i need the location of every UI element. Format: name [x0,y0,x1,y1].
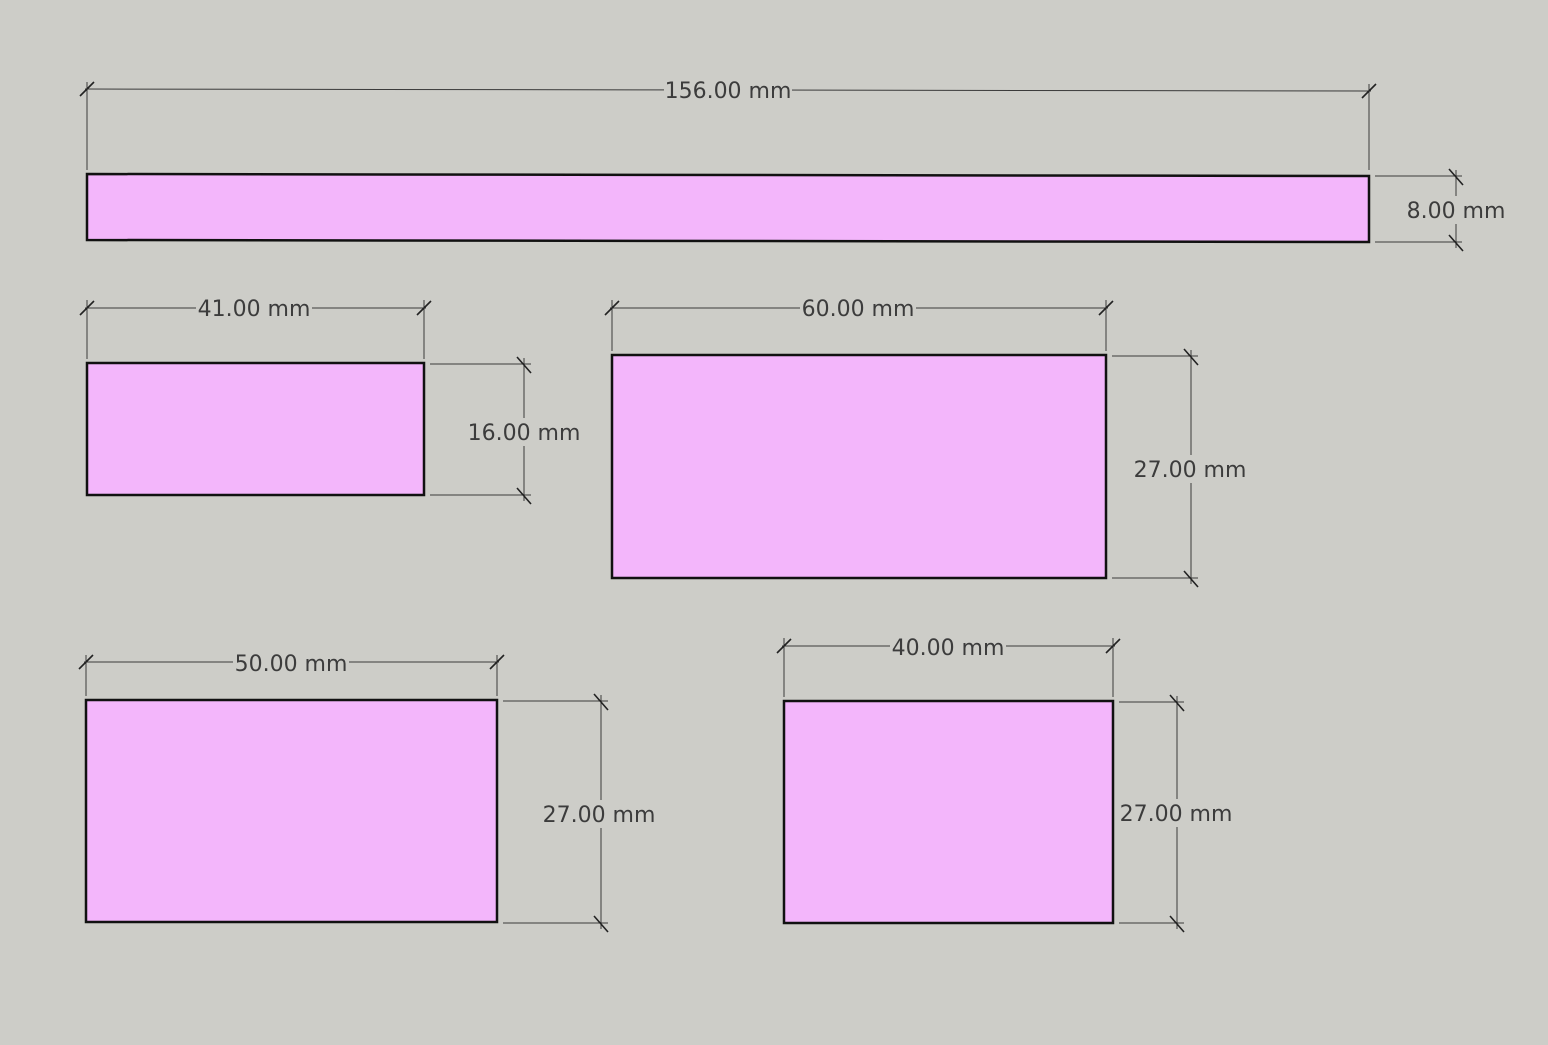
width-label: 40.00 mm [892,636,1005,661]
height-dimension: 8.00 mm [1375,168,1510,252]
width-label: 156.00 mm [665,79,792,104]
width-dimension: 41.00 mm [79,294,432,359]
height-dimension: 16.00 mm [430,356,582,505]
piece-long-strip: 156.00 mm 8.00 mm [79,76,1510,252]
height-dimension: 27.00 mm [1112,348,1248,588]
panel-bottom-right[interactable] [782,699,1115,925]
panel-large[interactable] [610,353,1108,580]
panel-long-strip[interactable] [85,172,1371,244]
piece-large-panel: 60.00 mm 27.00 mm [604,294,1248,588]
height-label: 27.00 mm [1134,458,1247,483]
width-dimension: 50.00 mm [78,649,505,696]
piece-bottom-left: 50.00 mm 27.00 mm [78,649,657,933]
width-label: 50.00 mm [235,652,348,677]
width-label: 41.00 mm [198,297,311,322]
width-dimension: 60.00 mm [604,294,1114,351]
panel-bottom-left[interactable] [84,698,499,924]
width-dimension: 40.00 mm [776,633,1121,697]
height-label: 16.00 mm [468,421,581,446]
height-label: 27.00 mm [1120,802,1233,827]
piece-bottom-right: 40.00 mm 27.00 mm [776,633,1234,933]
width-dimension: 156.00 mm [79,76,1377,170]
piece-small-panel: 41.00 mm 16.00 mm [79,294,582,505]
height-label: 8.00 mm [1407,199,1506,224]
width-label: 60.00 mm [802,297,915,322]
height-label: 27.00 mm [543,803,656,828]
panel-small[interactable] [85,361,426,497]
height-dimension: 27.00 mm [1118,694,1234,933]
height-dimension: 27.00 mm [503,693,657,933]
